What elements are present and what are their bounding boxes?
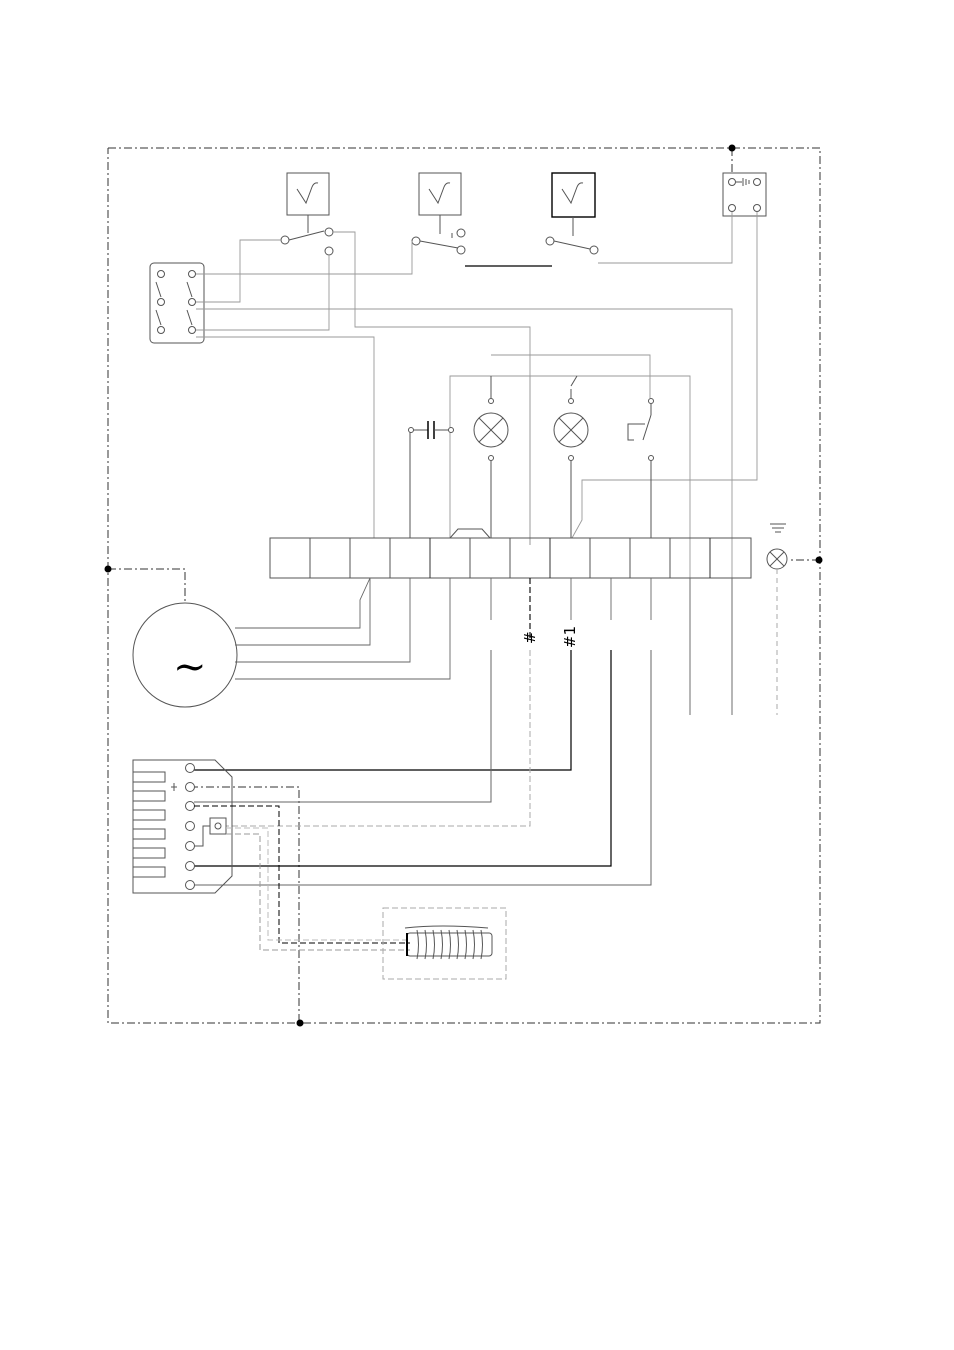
terminal-block — [269, 528, 752, 579]
motor-symbol: ~ — [173, 644, 207, 690]
heating-coil — [382, 907, 507, 980]
pressure-switch — [722, 172, 767, 217]
dashed-grey-wire — [226, 650, 531, 827]
upper-wiring — [196, 212, 758, 715]
heater-links — [194, 805, 410, 951]
heater-element — [132, 759, 233, 894]
indicator-lamp-2 — [553, 375, 589, 538]
ground-lamp — [766, 523, 788, 715]
lower-wiring — [235, 577, 733, 715]
capacitor — [408, 421, 454, 538]
frame-nodes — [104, 144, 823, 1027]
thermostat-3 — [545, 172, 599, 255]
thermostat-1 — [280, 172, 334, 256]
motor — [132, 602, 238, 708]
thermostat-2 — [411, 172, 466, 255]
heater-wiring — [194, 650, 652, 886]
enclosure-frame — [107, 147, 821, 1024]
indicator-lamp-1 — [473, 376, 509, 538]
rocker-switch — [149, 262, 205, 344]
door-switch — [627, 398, 654, 538]
wire-label-hash1: #1 — [561, 626, 579, 648]
